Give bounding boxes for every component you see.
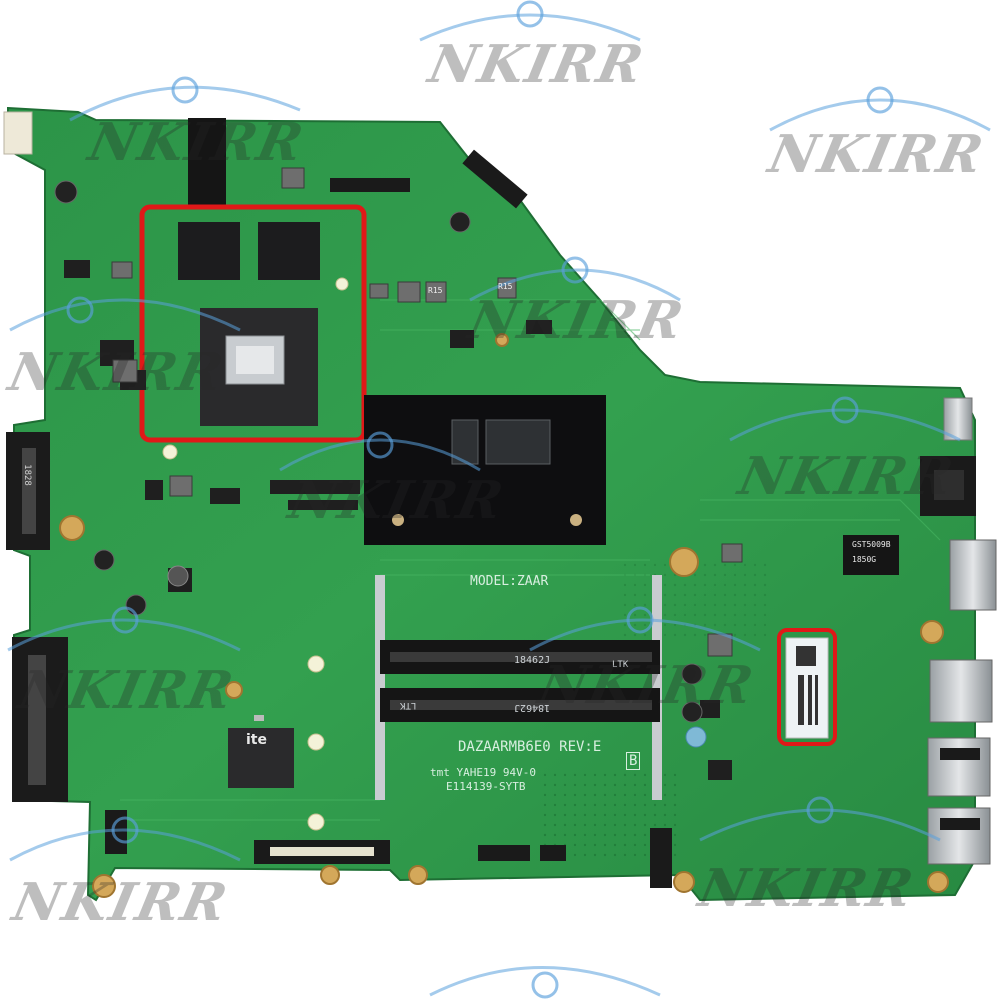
cpu-package [364,395,606,545]
m2-slot [188,118,226,208]
lan-chip-mark: GST5009B [852,540,891,549]
io-chip-mark: ite [246,732,267,748]
code-silkscreen-b: E114139-SYTB [446,780,526,793]
sticker-highlight-box [777,628,837,746]
board-id-silkscreen: DAZAARMB6E0 REV:E [458,739,602,755]
watermark-7: NKIRR [283,470,510,531]
watermark-6: NKIRR [733,446,960,507]
watermark-11: NKIRR [7,872,234,933]
cpu-die-large [485,419,551,465]
watermark-2: NKIRR [83,112,310,173]
dimm-tag-a: LTK [612,660,629,670]
bottom-connector-mark: 1828 [21,464,32,486]
gpu-highlight-box [139,204,367,443]
battery-connector [3,111,33,155]
dimm-slot-b [380,688,660,722]
lan-transformer [843,535,899,575]
inductor-mark-b: R15 [498,282,513,291]
watermark-1: NKIRR [423,34,650,95]
watermark-4: NKIRR [3,342,230,403]
dimm-slot-a [375,575,662,800]
lan-chip-date: 1850G [852,555,877,564]
watermark-8: NKIRR [13,660,240,721]
vram-chip-1 [178,222,240,280]
inductor-mark-a: R15 [428,286,443,295]
usb-port-1 [927,737,991,797]
io-chip [228,728,294,788]
dimm-label-a: 18462J [514,655,551,666]
dimm-tag-b: LTK [400,700,417,710]
hdmi-port [929,659,993,723]
usb-port-2 [927,807,991,865]
code-silkscreen-a: tmt YAHE19 94V-0 [430,766,536,779]
vram-chip-2 [258,222,320,280]
corner-label: B [626,752,641,770]
vga-port [949,539,997,611]
model-silkscreen: MODEL:ZAAR [470,574,549,589]
watermark-5: NKIRR [463,290,690,351]
watermark-10: NKIRR [693,858,920,919]
watermark-9: NKIRR [533,655,760,716]
watermark-3: NKIRR [763,124,990,185]
